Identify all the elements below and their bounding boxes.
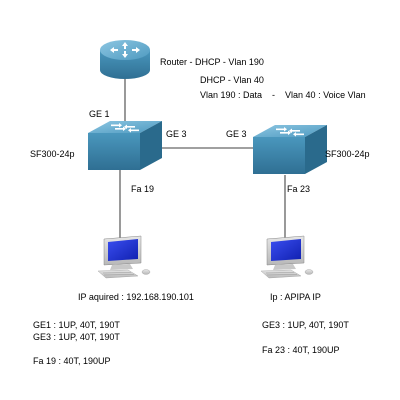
pc-left-ip-label: IP aquired : 192.168.190.101	[78, 292, 194, 302]
port-ge3-right-label: GE 3	[226, 129, 247, 139]
pc-left-config-line: Fa 19 : 40T, 190UP	[33, 356, 111, 366]
port-fa19-label: Fa 19	[131, 184, 155, 194]
port-ge1-label: GE 1	[89, 109, 110, 119]
dhcp-note: DHCP - Vlan 40	[200, 75, 264, 85]
vlan-note: Vlan 190 : Data - Vlan 40 : Voice Vlan	[200, 90, 366, 100]
pc-left-config-line: GE1 : 1UP, 40T, 190T	[33, 320, 120, 330]
port-ge3-left-label: GE 3	[166, 129, 187, 139]
pc-left-config-line: GE3 : 1UP, 40T, 190T	[33, 332, 120, 342]
router-icon	[100, 40, 150, 79]
router-label: Router - DHCP - Vlan 190	[160, 57, 264, 67]
switch-icon	[88, 121, 162, 170]
pc-right-config-line: GE3 : 1UP, 40T, 190T	[262, 320, 349, 330]
switch-left-label: SF300-24p	[30, 149, 75, 159]
computer-icon	[97, 235, 151, 279]
computer-icon	[260, 235, 314, 279]
switch-right-label: SF300-24p	[325, 149, 370, 159]
port-fa23-label: Fa 23	[287, 184, 311, 194]
pc-right-ip-label: Ip : APIPA IP	[270, 292, 321, 302]
switch-icon	[253, 125, 327, 174]
pc-right-config-line: Fa 23 : 40T, 190UP	[262, 345, 340, 355]
